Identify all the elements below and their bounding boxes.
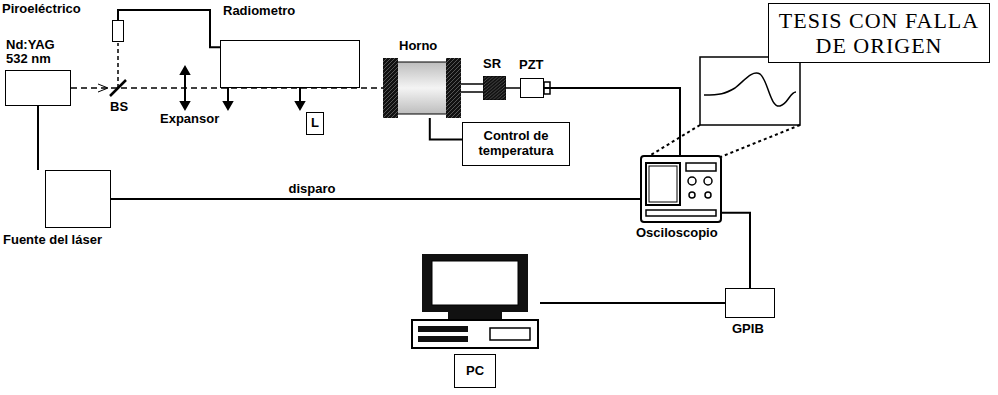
- wire: [722, 213, 750, 288]
- pyroelectric-detector: Piroeléctrico: [112, 20, 124, 42]
- oven-body: [383, 58, 461, 118]
- laser-power-supply: Fuente del láser: [45, 170, 111, 228]
- oscilloscope-drawing: [640, 155, 722, 223]
- oscilloscope: Osciloscopio: [640, 155, 722, 223]
- sample-holder: SR: [483, 76, 506, 100]
- node-label: Control de temperatura: [463, 129, 569, 159]
- node-label: Nd:YAG 532 nm: [6, 38, 72, 67]
- node-label: L: [311, 116, 319, 131]
- lens-label-box: L: [306, 112, 324, 135]
- reflected-beam: [117, 43, 119, 88]
- zoom-line: [646, 125, 700, 158]
- wire: [111, 198, 640, 200]
- signal-label: disparo: [286, 182, 339, 196]
- piezo-actuator: PZT: [520, 78, 544, 98]
- node-label: PC: [466, 364, 484, 379]
- node-label: TESIS CON FALLA DE ORIGEN: [774, 8, 985, 59]
- pc-label-box: PC: [454, 354, 496, 388]
- wire: [540, 302, 725, 304]
- part-label: BS: [110, 100, 128, 114]
- part-label: Expansor: [160, 112, 219, 126]
- beam-arrow: [98, 84, 108, 92]
- gpib-interface: GPIB: [725, 288, 775, 318]
- oven: Horno: [383, 58, 461, 118]
- dark-block: [483, 76, 506, 100]
- wire: [37, 106, 39, 170]
- node-label: Radiometro: [223, 4, 295, 18]
- rod: [506, 87, 520, 89]
- laser-head: Nd:YAG 532 nm: [5, 70, 71, 106]
- zoom-line: [718, 125, 800, 158]
- computer: PC: [410, 252, 540, 392]
- wire: [430, 118, 462, 140]
- node-label: PZT: [519, 58, 544, 72]
- node-label: Horno: [399, 39, 437, 53]
- signal-trace: [704, 73, 796, 106]
- watermark-box: TESIS CON FALLA DE ORIGEN: [768, 3, 990, 63]
- radiometer-box: Radiometro: [220, 40, 360, 88]
- beam-splitter: [110, 80, 126, 96]
- node-label: GPIB: [732, 322, 764, 336]
- wire: [118, 10, 220, 47]
- signal-window: [700, 57, 800, 125]
- node-label: Piroeléctrico: [2, 2, 81, 16]
- node-label: Fuente del láser: [3, 233, 102, 247]
- node-label: Osciloscopio: [636, 226, 718, 240]
- temperature-controller: Control de temperatura: [462, 122, 570, 166]
- node-label: SR: [483, 57, 501, 71]
